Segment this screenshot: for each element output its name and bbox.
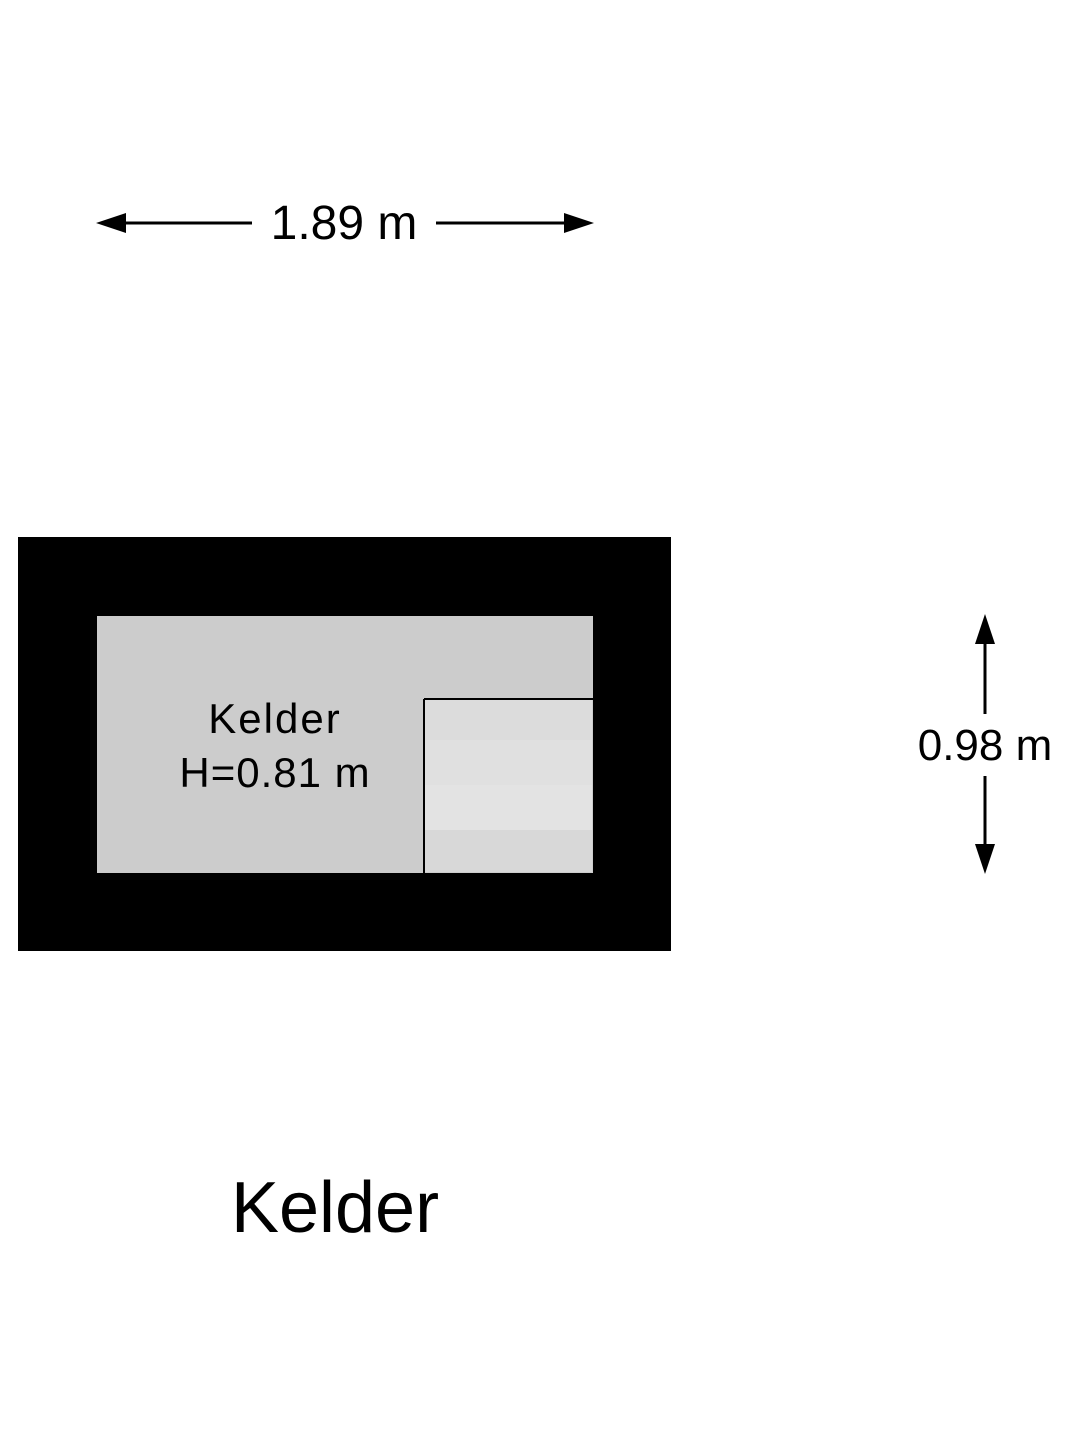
arrow-down-icon xyxy=(975,844,995,874)
arrow-up-icon xyxy=(975,614,995,644)
width-dimension-label: 1.89 m xyxy=(254,196,434,252)
arrow-right-icon xyxy=(564,213,594,233)
room-height-label: H=0.81 m xyxy=(179,749,371,796)
stair-area xyxy=(423,698,593,873)
room-name-label: Kelder xyxy=(208,695,342,742)
width-dimension-line xyxy=(96,213,594,233)
height-dimension-label: 0.98 m xyxy=(900,718,1070,774)
floor-title: Kelder xyxy=(230,1168,440,1248)
arrow-left-icon xyxy=(96,213,126,233)
height-dimension-line xyxy=(975,614,995,874)
